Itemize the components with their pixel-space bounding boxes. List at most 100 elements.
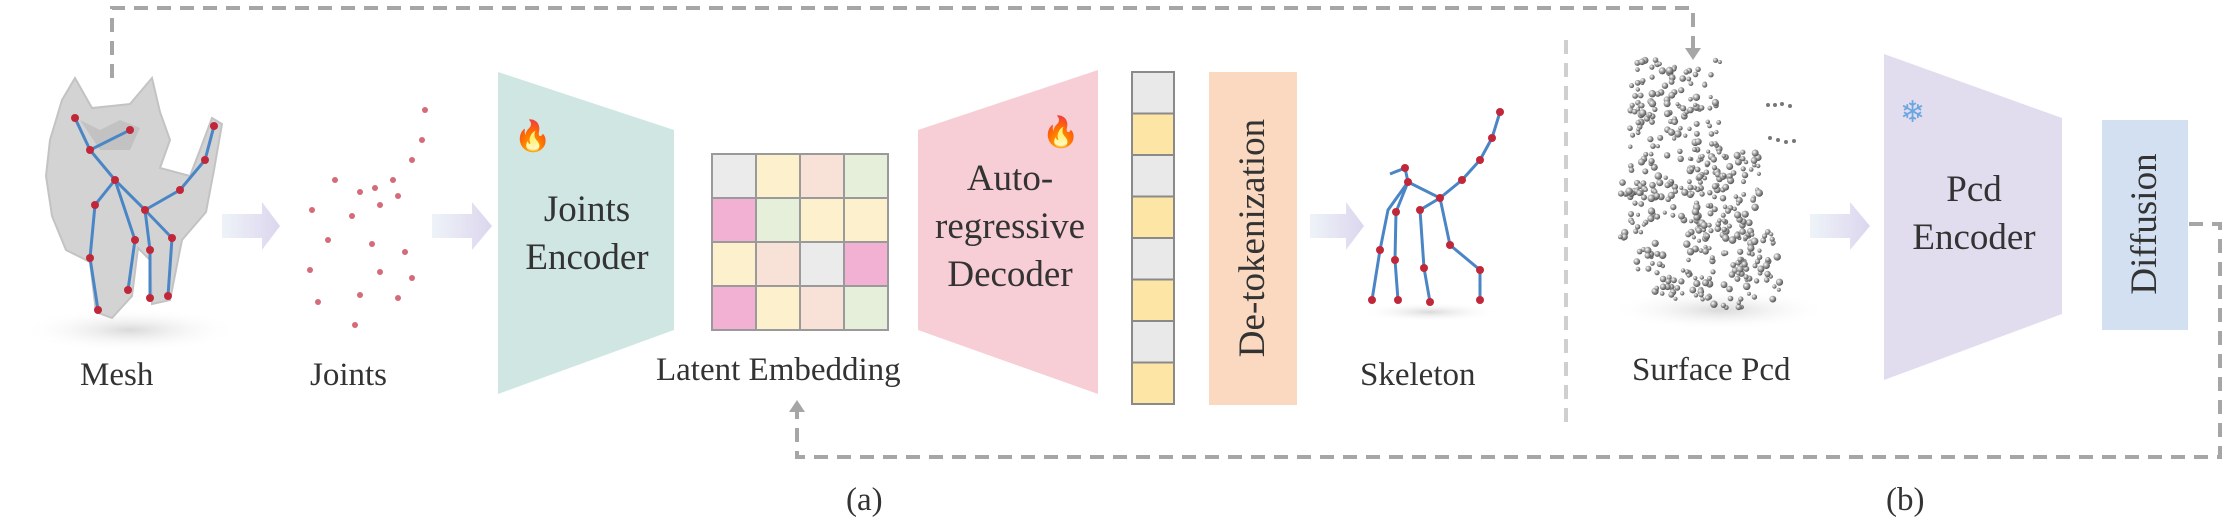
- pcd-point: [1694, 138, 1702, 146]
- pcd-point: [1717, 218, 1722, 223]
- pcd-point: [1678, 212, 1685, 220]
- pcd-point: [1703, 244, 1708, 250]
- pcd-point: [1723, 250, 1729, 256]
- pcd-point: [1636, 189, 1643, 197]
- pcd-point: [1643, 151, 1649, 157]
- pcd-point: [1746, 250, 1752, 256]
- pcd-point: [1679, 185, 1684, 190]
- pcd-point: [1775, 278, 1784, 286]
- pcd-point: [1630, 220, 1635, 225]
- pcd-point: [1736, 201, 1741, 206]
- pcd-point: [1667, 128, 1675, 136]
- pcd-point: [1658, 67, 1666, 75]
- pcd-point: [1674, 285, 1681, 291]
- flow-arrow-joints-encoder: [432, 202, 492, 250]
- pcd-point: [1755, 189, 1763, 197]
- pcd-point: [1717, 60, 1722, 64]
- pcd-point: [1773, 253, 1781, 261]
- flow-arrow-mesh-joints: [222, 202, 280, 250]
- pcd-point: [1720, 281, 1728, 289]
- pcd-point: [1751, 203, 1759, 211]
- pcd-point: [1635, 130, 1641, 136]
- pcd-point: [1687, 106, 1694, 114]
- detokenization-block: [1209, 72, 1297, 405]
- pcd-point: [1650, 143, 1656, 149]
- pcd-point: [1657, 61, 1662, 66]
- pcd-point: [1631, 108, 1638, 115]
- pcd-point: [1637, 92, 1644, 99]
- pcd-point: [1647, 136, 1654, 143]
- pcd-point: [1696, 158, 1701, 163]
- snowflake-icon: ❄: [1900, 96, 1926, 129]
- joints-encoder-block: [498, 72, 674, 394]
- pcd-point: [1727, 174, 1733, 179]
- pcd-point: [1674, 130, 1682, 138]
- pcd-point: [1693, 120, 1700, 127]
- pcd-point: [1670, 212, 1676, 218]
- pcd-point: [1703, 169, 1710, 175]
- pcd-point: [1692, 147, 1697, 152]
- pcd-point: [1792, 139, 1796, 143]
- pcd-point: [1737, 256, 1743, 262]
- pcd-point: [1766, 103, 1770, 107]
- pcd-point: [1708, 131, 1715, 137]
- pcd-point: [1741, 179, 1746, 185]
- pcd-point: [1680, 105, 1687, 112]
- pcd-point: [1683, 240, 1691, 248]
- fire-icon: 🔥: [514, 120, 552, 153]
- pcd-point: [1643, 187, 1648, 192]
- surface-point-cloud: [1617, 56, 1796, 311]
- pcd-point: [1644, 246, 1652, 254]
- pcd-point: [1714, 129, 1719, 135]
- pcd-point: [1670, 277, 1677, 284]
- pcd-point: [1739, 228, 1746, 235]
- pcd-point: [1654, 213, 1661, 220]
- ar-decoder-label: Auto- regressive Decoder: [935, 158, 1085, 295]
- pcd-point: [1707, 105, 1713, 111]
- latent-embedding-label: Latent Embedding: [656, 352, 901, 388]
- pcd-point: [1750, 237, 1759, 246]
- pcd-point: [1742, 282, 1751, 291]
- latent-cell: [799, 285, 845, 331]
- pcd-point: [1642, 168, 1649, 175]
- pcd-point: [1735, 304, 1742, 311]
- ar-decoder-block: [918, 70, 1098, 394]
- pcd-point: [1697, 179, 1703, 185]
- pcd-point: [1638, 230, 1644, 235]
- pcd-point: [1700, 221, 1708, 229]
- pcd-point: [1710, 269, 1716, 275]
- pcd-point: [1693, 213, 1701, 221]
- pcd-point: [1776, 138, 1780, 142]
- pcd-point: [1756, 254, 1763, 260]
- joints-points: [307, 107, 428, 328]
- pcd-point: [1648, 90, 1657, 98]
- detokenization-label: De-tokenization: [1232, 118, 1273, 358]
- pcd-point: [1716, 149, 1722, 155]
- pcd-point: [1655, 144, 1660, 149]
- pcd-point: [1711, 165, 1718, 171]
- pcd-point: [1688, 97, 1693, 102]
- mesh-label: Mesh: [80, 357, 154, 393]
- pcd-point: [1665, 196, 1671, 203]
- pcd-point: [1647, 194, 1656, 203]
- pcd-point: [1635, 119, 1641, 126]
- pcd-point: [1734, 158, 1742, 166]
- pcd-point: [1751, 294, 1758, 300]
- pcd-point: [1726, 223, 1732, 229]
- token-cell: [1131, 278, 1175, 322]
- pcd-point: [1678, 278, 1685, 285]
- pcd-point: [1636, 212, 1640, 217]
- pcd-point: [1668, 291, 1675, 298]
- pcd-point: [1698, 292, 1704, 298]
- pcd-point: [1708, 72, 1714, 78]
- pcd-point: [1691, 208, 1700, 216]
- pcd-encoder-label: Pcd Encoder: [1912, 169, 2036, 258]
- feedback-path-bottom: [795, 222, 2222, 459]
- pcd-point: [1710, 156, 1718, 163]
- pcd-point: [1663, 152, 1671, 159]
- latent-cell: [711, 241, 757, 287]
- pcd-point: [1659, 275, 1667, 283]
- pcd-point: [1702, 82, 1708, 88]
- pcd-point: [1687, 179, 1692, 185]
